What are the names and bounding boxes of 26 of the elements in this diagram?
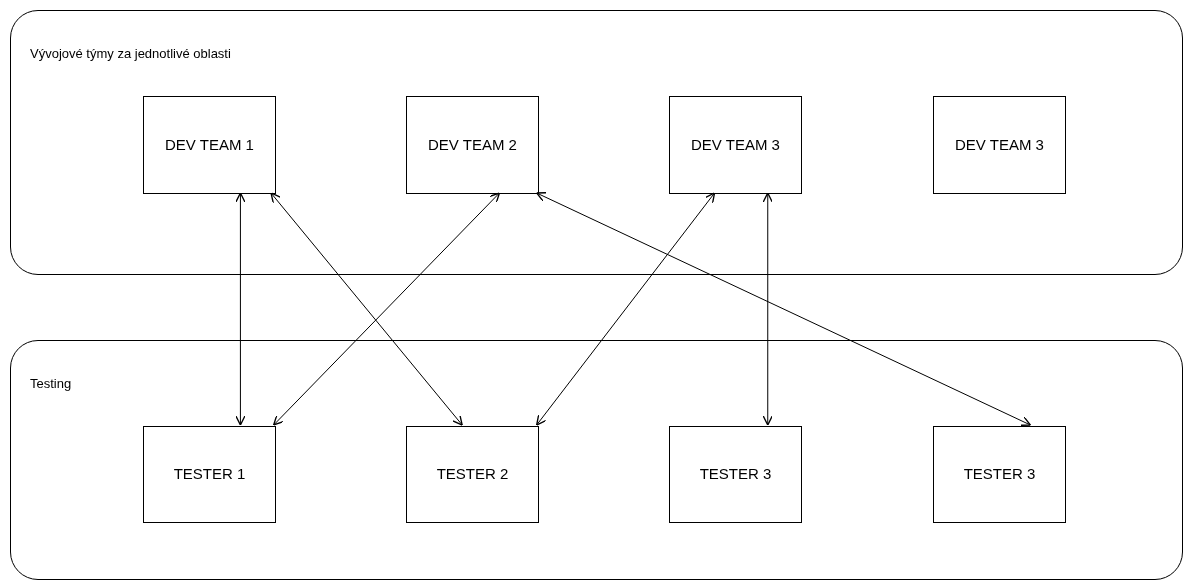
double-arrow xyxy=(270,192,463,426)
double-arrow xyxy=(273,192,501,426)
box-label: TESTER 3 xyxy=(963,464,1036,485)
double-arrow xyxy=(762,192,773,426)
group-title: Testing xyxy=(30,375,72,393)
group-container xyxy=(10,10,1183,275)
box-label: DEV TEAM 2 xyxy=(428,134,517,155)
double-arrow xyxy=(235,192,246,426)
process-box xyxy=(933,426,1066,523)
double-arrow xyxy=(536,192,716,426)
box-label: DEV TEAM 3 xyxy=(955,134,1044,155)
process-box xyxy=(406,96,539,194)
process-box xyxy=(143,96,276,194)
process-box xyxy=(669,96,802,194)
group-container xyxy=(10,340,1183,580)
group-title: Vývojové týmy za jednotlivé oblasti xyxy=(30,45,231,63)
double-arrow xyxy=(536,192,1032,426)
box-label: DEV TEAM 3 xyxy=(691,134,780,155)
box-label: TESTER 3 xyxy=(699,464,772,485)
process-box xyxy=(669,426,802,523)
box-label: DEV TEAM 1 xyxy=(165,134,254,155)
process-box xyxy=(933,96,1066,194)
box-label: TESTER 2 xyxy=(436,464,509,485)
process-box xyxy=(406,426,539,523)
box-label: TESTER 1 xyxy=(173,464,246,485)
process-box xyxy=(143,426,276,523)
